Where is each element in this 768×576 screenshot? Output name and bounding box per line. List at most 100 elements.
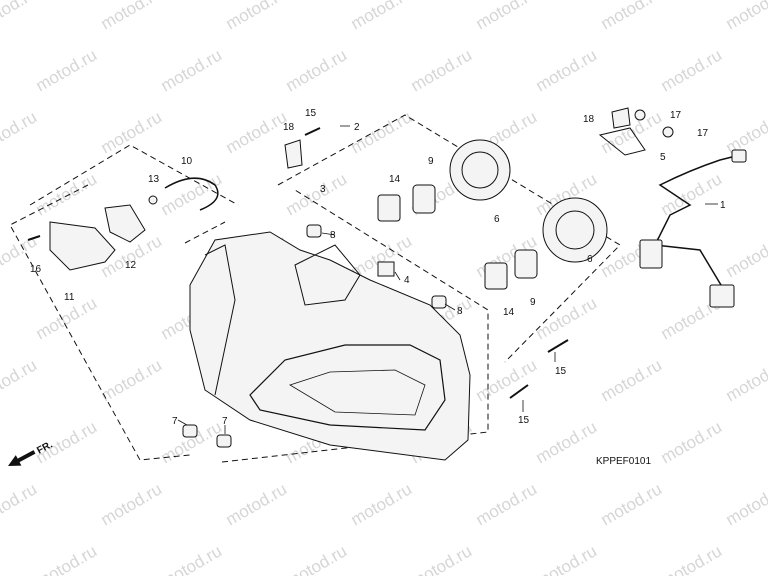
leader-8b <box>444 303 456 311</box>
watermark-text: motod.ru <box>0 479 40 529</box>
watermark-text: motod.ru <box>283 169 351 219</box>
housing-mount-flange <box>204 244 236 396</box>
callout-11: 11 <box>64 292 75 303</box>
wire-clamp <box>611 107 631 129</box>
callout-15-bottom: 15 <box>518 415 530 426</box>
position-light <box>49 177 219 271</box>
watermark-text: motod.ru <box>658 45 726 95</box>
watermark-text: motod.ru <box>158 541 226 576</box>
watermark-text: motod.ru <box>408 541 476 576</box>
outline-right-upper <box>277 114 621 363</box>
watermark-text: motod.ru <box>658 169 726 219</box>
reflector-inner <box>289 369 426 416</box>
watermark-text: motod.ru <box>723 0 768 33</box>
watermark-text: motod.ru <box>283 541 351 576</box>
watermark-text: motod.ru <box>98 0 166 33</box>
callout-14-upper: 14 <box>389 174 401 185</box>
callout-17-upper: 17 <box>670 110 682 121</box>
watermark-text: motod.ru <box>408 45 476 95</box>
leader-4 <box>394 271 401 281</box>
callout-2: 2 <box>354 122 360 133</box>
screw-upper <box>547 339 569 353</box>
nut-lower <box>662 126 674 138</box>
watermark-text: motod.ru <box>348 479 416 529</box>
callout-12: 12 <box>125 260 137 271</box>
callout-8-upper: 8 <box>330 230 336 241</box>
clip <box>377 261 395 277</box>
watermark-text: motod.ru <box>533 541 601 576</box>
watermark-text: motod.ru <box>473 355 541 405</box>
watermark-text: motod.ru <box>533 293 601 343</box>
callout-18-left: 18 <box>283 122 295 133</box>
watermark-text: motod.ru <box>223 0 291 33</box>
callout-14-lower: 14 <box>503 307 515 318</box>
harness-wire <box>653 154 741 301</box>
watermark-text: motod.ru <box>598 355 666 405</box>
callout-15-top: 15 <box>305 108 317 119</box>
callout-9-upper: 9 <box>428 156 434 167</box>
callout-18-right: 18 <box>583 114 595 125</box>
watermark-text: motod.ru <box>98 107 166 157</box>
watermark-text: motod.ru <box>473 0 541 33</box>
watermark-text: motod.ru <box>658 417 726 467</box>
watermark-text: motod.ru <box>33 45 101 95</box>
watermark-text: motod.ru <box>0 0 40 33</box>
callout-4: 4 <box>404 275 410 286</box>
dust-cover-upper-ring <box>461 151 499 189</box>
harness-connector-c <box>731 149 747 163</box>
position-light-lens <box>49 221 116 271</box>
callout-16: 16 <box>30 264 42 275</box>
callout-7-left: 7 <box>172 416 178 427</box>
watermark-text: motod.ru <box>158 169 226 219</box>
callout-9-lower: 9 <box>530 297 536 308</box>
rubber-grommet-lower <box>431 295 447 309</box>
watermark-text: motod.ru <box>723 231 768 281</box>
leader-8a <box>321 232 336 236</box>
hardware <box>27 107 674 448</box>
callout-3: 3 <box>320 184 326 195</box>
rubber-grommet-upper <box>306 224 322 238</box>
collar-right <box>216 434 232 448</box>
watermark-text: motod.ru <box>533 417 601 467</box>
outline-left-lower <box>9 184 191 461</box>
wire-harness <box>639 149 747 308</box>
callout-1: 1 <box>720 200 726 211</box>
leader-7a <box>177 419 188 426</box>
watermark-text: motod.ru <box>473 479 541 529</box>
bulb-lower <box>484 262 508 290</box>
watermark-text: motod.ru <box>533 45 601 95</box>
position-light-socket-wire <box>164 177 219 211</box>
leader-lines <box>177 125 718 434</box>
headlight-housing <box>189 231 471 461</box>
watermark-text: motod.ru <box>158 45 226 95</box>
watermark-text: motod.ru <box>723 355 768 405</box>
position-bulb <box>148 195 158 205</box>
collar-left <box>182 424 198 438</box>
callout-6-upper: 6 <box>494 214 500 225</box>
callout-5: 5 <box>660 152 666 163</box>
callouts: 1 2 3 4 5 6 6 7 7 8 8 9 9 10 11 12 13 14… <box>30 108 726 427</box>
watermark-text: motod.ru <box>723 479 768 529</box>
figure-code: KPPEF0101 <box>596 456 651 467</box>
watermark-text: motod.ru <box>658 541 726 576</box>
watermark-text: motod.ru <box>598 0 666 33</box>
watermark-text: motod.ru <box>98 355 166 405</box>
bulb-sockets <box>377 139 608 290</box>
bulb-socket-lower <box>514 249 538 279</box>
watermark-text: motod.ru <box>223 479 291 529</box>
position-light-seal <box>104 204 146 243</box>
watermark-text: motod.ru <box>98 479 166 529</box>
harness-connector-b <box>709 284 735 308</box>
housing-body <box>189 231 471 461</box>
harness-clamp <box>284 139 303 169</box>
headlight-lens <box>249 344 446 431</box>
watermark-text: motod.ru <box>348 0 416 33</box>
watermark-text: motod.ru <box>598 479 666 529</box>
watermark-text: motod.ru <box>598 107 666 157</box>
screw-side <box>27 235 41 241</box>
front-arrow-icon <box>8 450 36 466</box>
bulb-socket-upper <box>412 184 436 214</box>
nut-upper <box>634 109 646 121</box>
